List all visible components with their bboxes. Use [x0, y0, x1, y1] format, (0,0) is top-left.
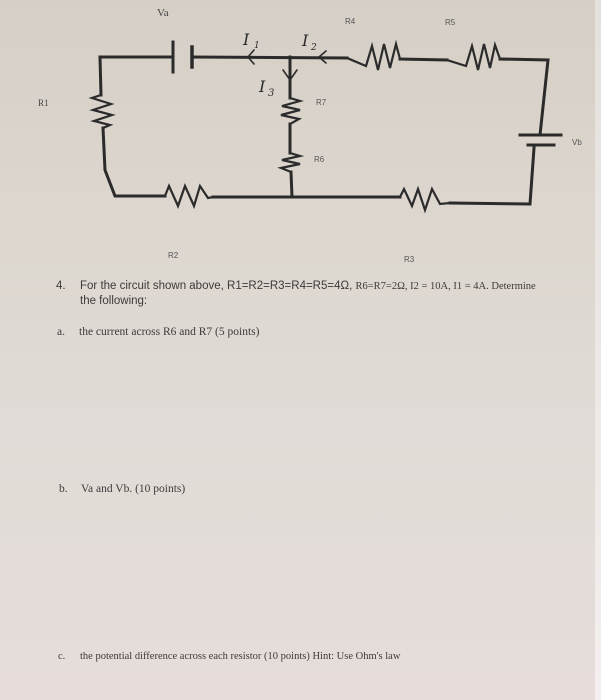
label-r7: R7 [316, 98, 327, 107]
resistor-r3 [398, 185, 452, 214]
label-va: Va [157, 7, 169, 19]
circuit-diagram: I 1 I 2 I 3 Va R1 R4 R5 R7 R6 R2 R3 Vb [38, 7, 582, 264]
problem-intro-line2: the following: [80, 295, 148, 307]
part-b-letter: b. [59, 483, 68, 495]
resistor-r2 [163, 183, 215, 210]
resistor-r1 [88, 93, 116, 130]
problem-intro-part1: For the circuit shown above, R1=R2=R3=R4… [80, 280, 356, 292]
part-b-text: Va and Vb. (10 points) [81, 483, 186, 495]
label-i2: I [301, 31, 309, 50]
label-r2: R2 [168, 251, 179, 260]
part-a-letter: a. [57, 326, 65, 338]
arrow-i2-icon [317, 50, 327, 64]
wire-top-left [98, 55, 175, 97]
resistor-r4 [345, 39, 402, 71]
arrow-i1-icon [246, 49, 255, 65]
wire-bottom-right [448, 146, 536, 206]
page-edge [595, 0, 601, 700]
resistor-r6 [277, 151, 305, 174]
label-i1-sub: 1 [254, 41, 260, 51]
label-r4: R4 [345, 17, 356, 26]
label-i3-sub: 3 [268, 88, 274, 99]
arrow-i3-icon [282, 69, 298, 82]
wire-top-right [190, 55, 349, 60]
label-i3: I [258, 77, 266, 96]
resistor-r5 [445, 41, 502, 71]
wire-middle-bottom [289, 170, 294, 199]
wire-r4-r5 [398, 57, 449, 62]
part-c-letter: c. [58, 651, 66, 662]
label-vb: Vb [572, 138, 582, 147]
wire-right-top [498, 57, 550, 137]
label-r3: R3 [404, 255, 415, 264]
part-a-text: the current across R6 and R7 (5 points) [79, 326, 260, 338]
label-i2-sub: 2 [310, 43, 317, 53]
label-r1: R1 [38, 98, 49, 108]
problem-intro: For the circuit shown above, R1=R2=R3=R4… [80, 279, 580, 308]
resistor-r7 [280, 96, 304, 126]
label-i1: I [242, 30, 250, 49]
label-r6: R6 [314, 155, 325, 164]
label-r5: R5 [445, 18, 456, 27]
wire-left [101, 126, 167, 198]
problem-intro-part2: R6=R7=2Ω, I2 = 10A, I1 = 4A. Determine [355, 281, 536, 292]
part-c-text: the potential difference across each res… [80, 651, 401, 662]
problem-number: 4. [56, 280, 66, 292]
